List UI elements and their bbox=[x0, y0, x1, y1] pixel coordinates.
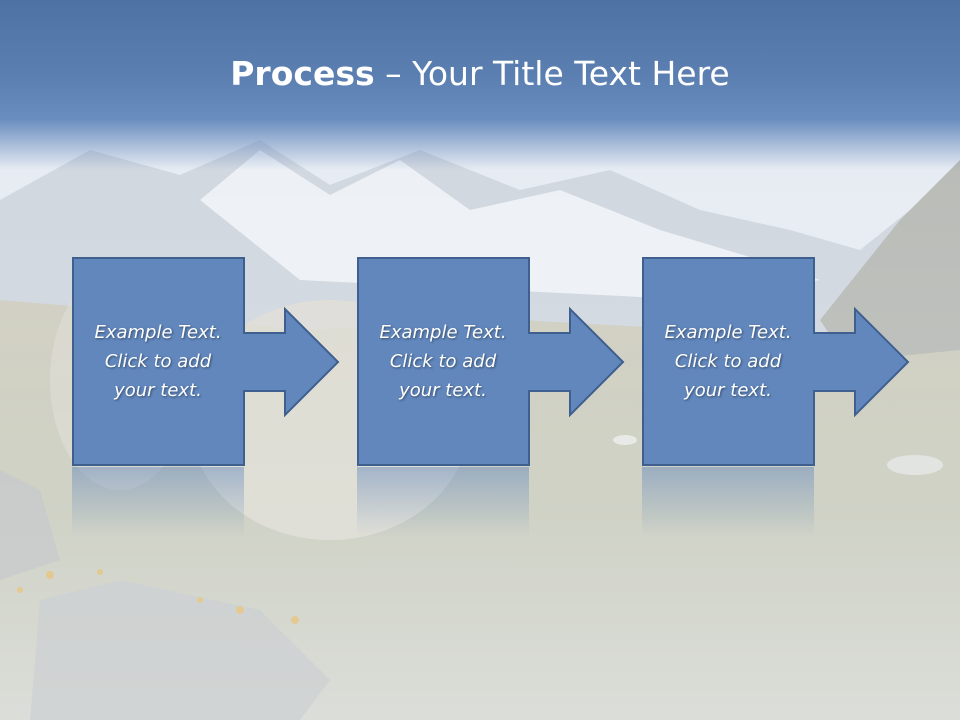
title-bold-text: Process bbox=[230, 54, 375, 93]
step-1-text[interactable]: Example Text. Click to add your text. bbox=[72, 257, 244, 465]
step-3-reflection bbox=[642, 467, 814, 537]
step-3-text[interactable]: Example Text. Click to add your text. bbox=[642, 257, 814, 465]
step-1-label: Example Text. Click to add your text. bbox=[94, 321, 222, 401]
title-rest-text: – Your Title Text Here bbox=[374, 54, 730, 93]
step-2-label: Example Text. Click to add your text. bbox=[379, 321, 507, 401]
title-band bbox=[0, 0, 960, 170]
step-1-reflection bbox=[72, 467, 244, 537]
step-2-reflection bbox=[357, 467, 529, 537]
arrow-callout-shape bbox=[642, 257, 910, 466]
arrow-callout-shape bbox=[72, 257, 340, 466]
step-2-text[interactable]: Example Text. Click to add your text. bbox=[357, 257, 529, 465]
process-step-1[interactable]: Example Text. Click to add your text. bbox=[72, 257, 414, 467]
process-step-3[interactable]: Example Text. Click to add your text. bbox=[642, 257, 960, 467]
step-3-label: Example Text. Click to add your text. bbox=[664, 321, 792, 401]
slide-title[interactable]: Process – Your Title Text Here bbox=[0, 52, 960, 96]
arrow-callout-shape bbox=[357, 257, 625, 466]
process-step-2[interactable]: Example Text. Click to add your text. bbox=[357, 257, 699, 467]
